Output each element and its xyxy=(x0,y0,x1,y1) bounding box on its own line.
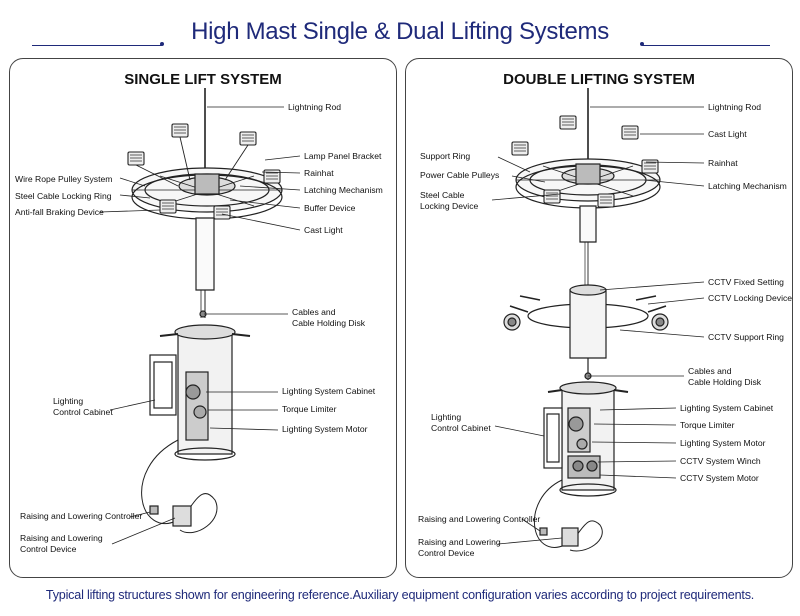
title-rule-right-dot xyxy=(640,42,644,46)
double-lift-drawing xyxy=(503,88,669,552)
label-lighting-control-line2: Control Cabinet xyxy=(53,407,113,417)
single-lift-panel xyxy=(9,58,397,578)
label-lightning-rod: Lightning Rod xyxy=(288,102,342,112)
label-buffer-device: Buffer Device xyxy=(304,203,356,213)
label-cables-line1: Cables and xyxy=(292,307,336,317)
label-dbl-steel-cable-line1: Steel Cable xyxy=(420,190,465,200)
label-dbl-cables-holding-disk: Cables and Cable Holding Disk xyxy=(688,366,761,388)
label-dbl-rainhat: Rainhat xyxy=(708,158,738,168)
label-dbl-raising-device-line2: Control Device xyxy=(418,548,475,558)
single-lift-drawing xyxy=(127,88,283,534)
single-lift-heading: SINGLE LIFT SYSTEM xyxy=(124,71,282,88)
label-dbl-steel-cable-line2: Locking Device xyxy=(420,201,479,211)
label-lighting-control-cabinet: Lighting Control Cabinet xyxy=(53,396,113,418)
double-leader-lines xyxy=(491,106,705,545)
label-wire-rope-pulley-system: Wire Rope Pulley System xyxy=(15,174,113,184)
double-lift-panel xyxy=(405,58,793,578)
label-dbl-latching-mechanism: Latching Mechanism xyxy=(708,181,787,191)
label-dbl-lighting-system-motor: Lighting System Motor xyxy=(680,438,766,448)
label-raising-device-line1: Raising and Lowering xyxy=(20,533,103,543)
label-dbl-lighting-control-line2: Control Cabinet xyxy=(431,423,491,433)
label-dbl-raising-device-line1: Raising and Lowering xyxy=(418,537,501,547)
label-dbl-cctv-fixed-setting: CCTV Fixed Setting xyxy=(708,277,784,287)
label-lighting-control-line1: Lighting xyxy=(53,396,84,406)
label-dbl-lighting-control-line1: Lighting xyxy=(431,412,462,422)
label-dbl-torque-limiter: Torque Limiter xyxy=(680,420,735,430)
label-dbl-steel-cable-locking: Steel Cable Locking Device xyxy=(420,190,478,212)
label-cables-line2: Cable Holding Disk xyxy=(292,318,366,328)
label-lighting-system-motor: Lighting System Motor xyxy=(282,424,368,434)
page-title: High Mast Single & Dual Lifting Systems xyxy=(191,18,609,45)
double-lift-heading: DOUBLE LIFTING SYSTEM xyxy=(503,71,695,88)
label-anti-fall-braking-device: Anti-fall Braking Device xyxy=(15,207,104,217)
label-steel-cable-locking-ring: Steel Cable Locking Ring xyxy=(15,191,112,201)
label-raising-lowering-controller: Raising and Lowering Controller xyxy=(20,511,143,521)
label-dbl-lighting-system-cabinet: Lighting System Cabinet xyxy=(680,403,774,413)
label-dbl-power-cable-pulleys: Power Cable Pulleys xyxy=(420,170,500,180)
label-dbl-cast-light: Cast Light xyxy=(708,129,747,139)
label-latching-mechanism: Latching Mechanism xyxy=(304,185,383,195)
label-dbl-cctv-locking-device: CCTV Locking Device xyxy=(708,293,793,303)
label-raising-device-line2: Control Device xyxy=(20,544,77,554)
label-dbl-cctv-support-ring: CCTV Support Ring xyxy=(708,332,784,342)
label-dbl-lighting-control-cabinet: Lighting Control Cabinet xyxy=(431,412,491,434)
label-dbl-lightning-rod: Lightning Rod xyxy=(708,102,762,112)
single-leader-lines xyxy=(99,106,301,545)
label-lighting-system-cabinet: Lighting System Cabinet xyxy=(282,386,376,396)
label-dbl-cctv-system-winch: CCTV System Winch xyxy=(680,456,761,466)
title-rule-left xyxy=(32,45,162,46)
label-torque-limiter: Torque Limiter xyxy=(282,404,337,414)
label-dbl-cctv-system-motor: CCTV System Motor xyxy=(680,473,759,483)
label-rainhat: Rainhat xyxy=(304,168,334,178)
label-raising-lowering-control-device: Raising and Lowering Control Device xyxy=(20,533,103,555)
title-rule-left-dot xyxy=(160,42,164,46)
label-cast-light: Cast Light xyxy=(304,225,343,235)
label-dbl-cables-line2: Cable Holding Disk xyxy=(688,377,762,387)
label-dbl-cables-line1: Cables and xyxy=(688,366,732,376)
label-lamp-panel-bracket: Lamp Panel Bracket xyxy=(304,151,382,161)
label-cables-holding-disk: Cables and Cable Holding Disk xyxy=(292,307,365,329)
label-dbl-raising-lowering-controller: Raising and Lowering Controller xyxy=(418,514,541,524)
footer-note: Typical lifting structures shown for eng… xyxy=(45,588,755,602)
title-rule-right xyxy=(642,45,770,46)
label-dbl-support-ring: Support Ring xyxy=(420,151,471,161)
label-dbl-raising-lowering-control-device: Raising and Lowering Control Device xyxy=(418,537,501,559)
